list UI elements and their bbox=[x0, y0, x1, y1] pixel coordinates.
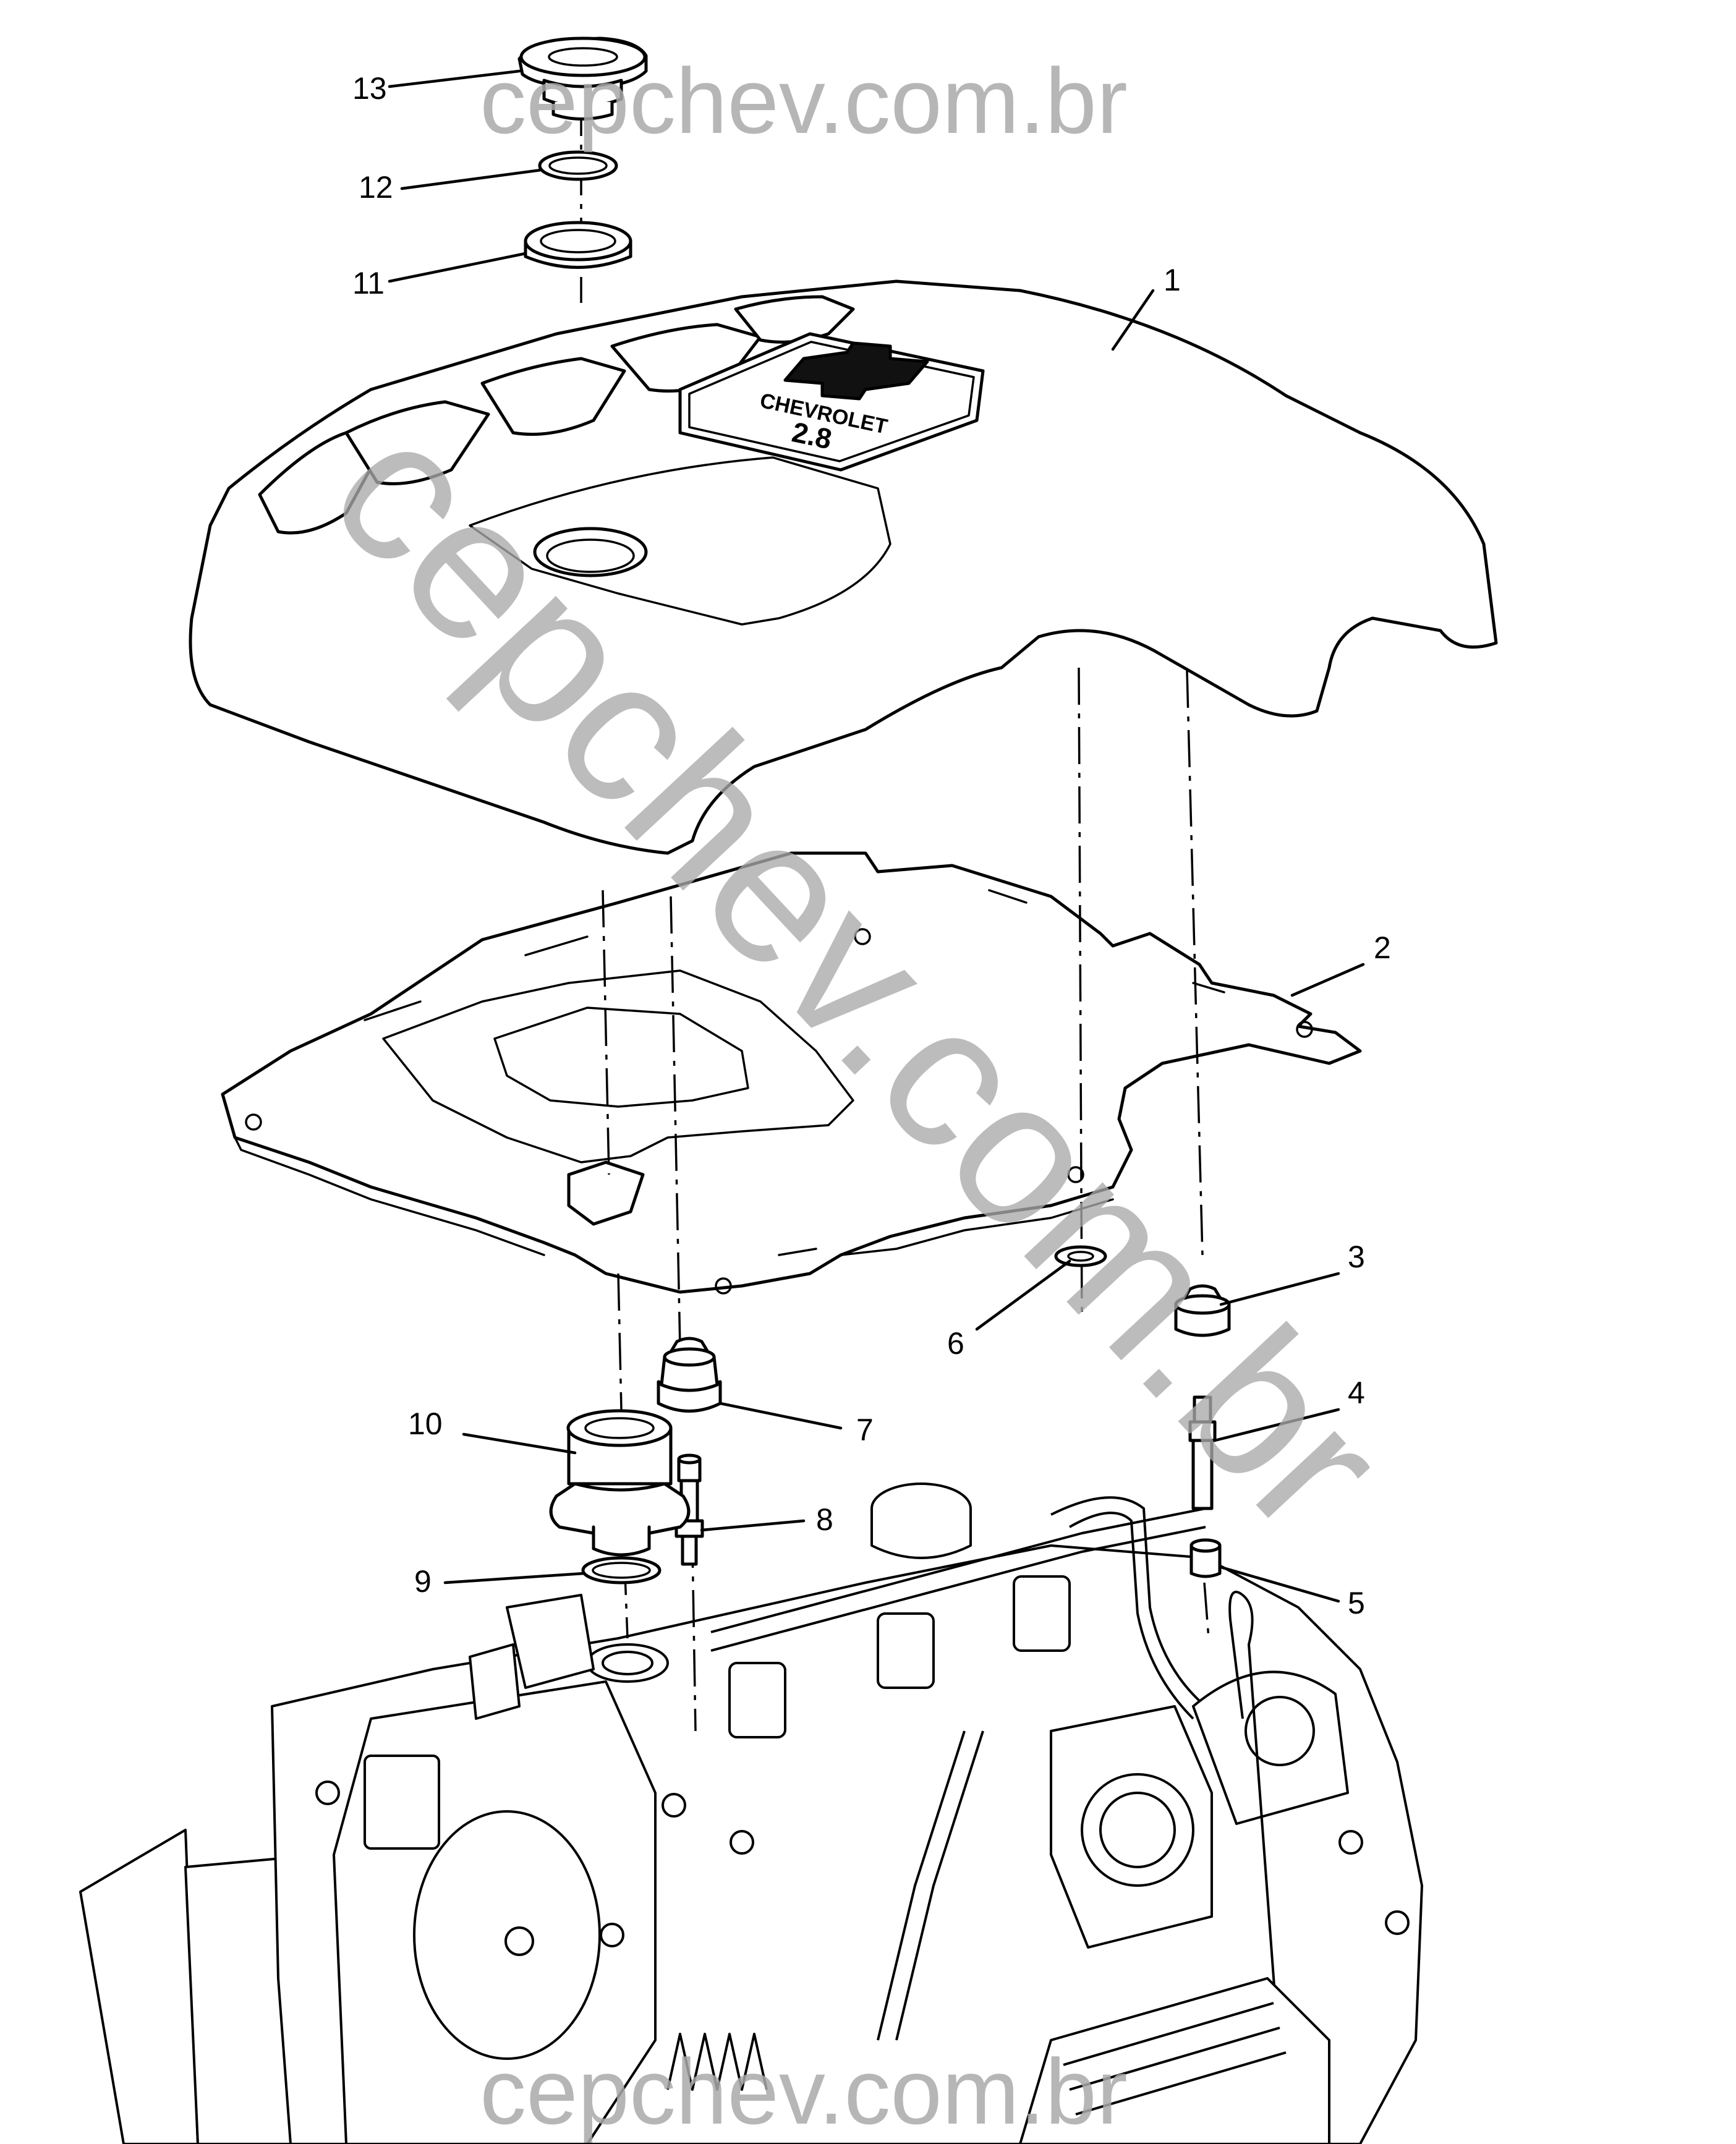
bolt bbox=[662, 1793, 686, 1818]
sensor-block bbox=[506, 1594, 595, 1689]
callout-2: 2 bbox=[1374, 930, 1391, 965]
watermark-top: cepchev.com.br bbox=[480, 49, 1128, 153]
part-9-oring bbox=[581, 1556, 662, 1585]
engine-assembly bbox=[79, 1483, 1423, 2144]
cover-rib-5 bbox=[734, 295, 855, 344]
callout-5: 5 bbox=[1348, 1586, 1365, 1620]
part-13-oil-fill-cap bbox=[517, 36, 648, 121]
part-1-engine-cover: CHEVROLET 2.8 bbox=[189, 279, 1498, 855]
insulator-hole bbox=[854, 928, 871, 945]
bolt bbox=[315, 1780, 340, 1805]
leader-13 bbox=[388, 69, 521, 88]
insulator-hole bbox=[1067, 1166, 1084, 1183]
insulator-tab bbox=[567, 1160, 645, 1226]
callout-13: 13 bbox=[352, 71, 387, 106]
callout-10: 10 bbox=[408, 1406, 443, 1441]
watermark-bottom: cepchev.com.br bbox=[480, 2040, 1128, 2143]
part-12-oring bbox=[538, 150, 618, 181]
callout-3: 3 bbox=[1348, 1240, 1365, 1274]
cover-rib-3 bbox=[480, 357, 626, 436]
alignment-lines bbox=[580, 99, 1210, 1732]
leader-11 bbox=[388, 252, 527, 283]
timing-cover-hole bbox=[504, 1926, 534, 1956]
callout-6: 6 bbox=[947, 1326, 964, 1361]
callout-11: 11 bbox=[352, 266, 385, 300]
part-11-seal bbox=[524, 221, 632, 269]
alignment-line-grommet bbox=[1078, 667, 1083, 1317]
callout-7: 7 bbox=[856, 1413, 874, 1447]
part-2-cover-insulator bbox=[221, 851, 1362, 1295]
callout-leaders bbox=[388, 69, 1365, 1603]
coolant-pipe bbox=[1050, 1496, 1207, 1708]
cover-oil-fill-hole bbox=[533, 527, 648, 577]
oring-outer bbox=[538, 150, 618, 181]
bolt bbox=[1385, 1910, 1410, 1935]
lower-manifold bbox=[1019, 1977, 1330, 2144]
insulator-hole bbox=[715, 1277, 732, 1295]
leader-1 bbox=[1111, 289, 1155, 351]
intake-spring bbox=[666, 2033, 768, 2091]
bolt bbox=[730, 1830, 754, 1855]
part-10-oil-fill-tube bbox=[549, 1409, 691, 1557]
part-4-stud bbox=[1188, 1395, 1217, 1510]
bolt bbox=[600, 1923, 624, 1947]
bolt bbox=[1338, 1830, 1363, 1855]
leader-10 bbox=[462, 1432, 577, 1455]
callout-12: 12 bbox=[359, 170, 393, 205]
leader-12 bbox=[400, 168, 543, 190]
callout-labels: 1 2 3 4 5 6 7 8 9 10 11 12 13 bbox=[352, 71, 1391, 1620]
callout-1: 1 bbox=[1164, 263, 1181, 297]
alignment-line-stud-right bbox=[1186, 670, 1204, 1256]
cover-rib-2 bbox=[344, 400, 490, 485]
insulator-hole bbox=[245, 1113, 262, 1131]
callout-9: 9 bbox=[414, 1564, 432, 1599]
leader-2 bbox=[1290, 963, 1365, 997]
part-3-grommet bbox=[1174, 1284, 1231, 1337]
alignment-line-spacer bbox=[1203, 1582, 1210, 1639]
leader-4 bbox=[1213, 1408, 1340, 1442]
vacuum-line bbox=[877, 1730, 966, 2041]
alignment-line-stud-left bbox=[670, 896, 681, 1348]
part-5-spacer bbox=[1189, 1538, 1222, 1578]
injector-1 bbox=[728, 1662, 786, 1738]
timing-cover-badge bbox=[364, 1755, 440, 1850]
callout-8: 8 bbox=[816, 1502, 833, 1537]
dipstick bbox=[1228, 1591, 1287, 2144]
chevrolet-bowtie bbox=[783, 341, 929, 401]
alignment-line-stud-left-lower bbox=[690, 1471, 697, 1732]
callout-4: 4 bbox=[1348, 1376, 1365, 1410]
leader-7 bbox=[718, 1402, 843, 1430]
part-8-stud bbox=[674, 1453, 704, 1566]
alignment-line-fill bbox=[602, 890, 610, 1175]
leader-6 bbox=[975, 1259, 1071, 1331]
leader-8 bbox=[700, 1519, 806, 1532]
leader-5 bbox=[1219, 1565, 1340, 1603]
part-7-grommet bbox=[657, 1337, 722, 1413]
injector-3 bbox=[1013, 1575, 1071, 1652]
leader-9 bbox=[443, 1572, 586, 1585]
cover-recess bbox=[469, 456, 891, 626]
alignment-line-filler bbox=[617, 1273, 623, 1410]
leader-3 bbox=[1219, 1272, 1340, 1306]
engine-left-panel bbox=[79, 1829, 199, 2144]
insulator-hole bbox=[1296, 1021, 1313, 1038]
insulator-cutout bbox=[382, 969, 854, 1163]
injector-2 bbox=[877, 1612, 935, 1689]
